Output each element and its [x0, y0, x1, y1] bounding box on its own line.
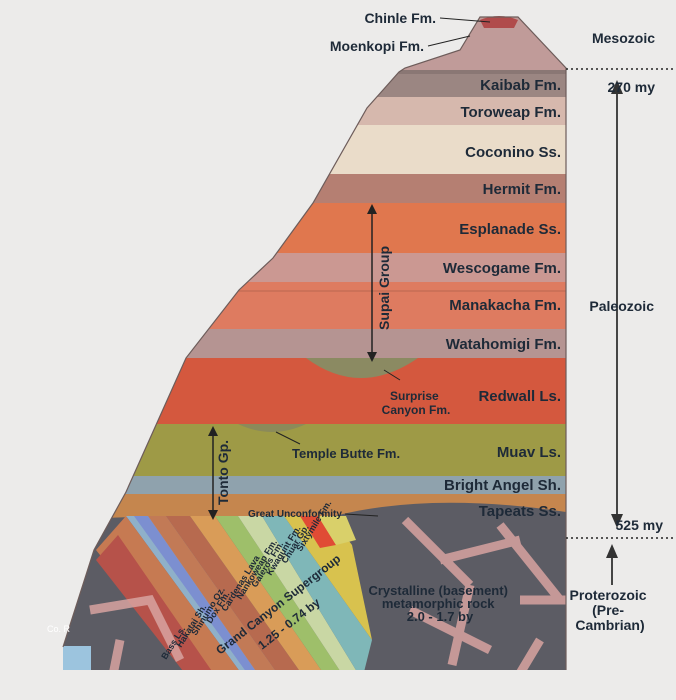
colorado-river: [63, 646, 91, 670]
temple-butte-leader: [275, 431, 301, 445]
hermit-label: Hermit Fm.: [483, 181, 561, 198]
tonto-group-label: Tonto Gp.: [215, 440, 231, 505]
supai-group-label: Supai Group: [376, 246, 392, 330]
supai-group-bracket: [367, 204, 377, 362]
proterozoic-span-arrow: [606, 544, 618, 585]
tapeats-label: Tapeats Ss.: [479, 503, 561, 520]
redwall-label: Redwall Ls.: [478, 388, 561, 405]
layer-bright-angel: [63, 476, 566, 494]
manakacha-label: Manakacha Fm.: [449, 297, 561, 314]
chinle-label: Chinle Fm.: [364, 10, 436, 26]
wescogame-label: Wescogame Fm.: [443, 260, 561, 277]
kaibab-label: Kaibab Fm.: [480, 77, 561, 94]
watahomigi-label: Watahomigi Fm.: [446, 336, 561, 353]
paleozoic-label: Paleozoic: [589, 298, 654, 314]
muav-label: Muav Ls.: [497, 444, 561, 461]
bright-angel-label: Bright Angel Sh.: [444, 477, 561, 494]
river-label: Co. R: [47, 624, 71, 634]
surprise-canyon-label: Surprise Canyon Fm.: [382, 389, 451, 417]
basement-label: Crystalline (basement) metamorphic rock …: [368, 583, 511, 624]
coconino-label: Coconino Ss.: [465, 144, 561, 161]
esplanade-label: Esplanade Ss.: [459, 221, 561, 238]
moenkopi-leader: [427, 35, 471, 47]
great-unconformity-label: Great Unconformity: [248, 509, 342, 520]
basement-veins: [89, 516, 566, 670]
great-unconformity-leader: [344, 513, 379, 517]
paleozoic-span-arrow: [611, 80, 623, 528]
age-270-label: 270 my: [608, 79, 656, 95]
surprise-canyon-leader: [383, 369, 401, 381]
age-525-label: 525 my: [616, 517, 664, 533]
layer-chinle: [480, 16, 518, 28]
temple-butte-fill: [238, 424, 306, 432]
temple-butte-label: Temple Butte Fm.: [292, 446, 400, 461]
tonto-group-bracket: [208, 426, 218, 520]
proterozoic-label: Proterozoic (Pre- Cambrian): [570, 587, 651, 633]
chinle-leader: [439, 17, 491, 23]
surprise-canyon-fill: [306, 358, 418, 378]
toroweap-label: Toroweap Fm.: [460, 104, 561, 121]
moenkopi-label: Moenkopi Fm.: [330, 38, 424, 54]
tilted-precambrian-strata: [96, 516, 372, 670]
mesozoic-label: Mesozoic: [592, 30, 655, 46]
